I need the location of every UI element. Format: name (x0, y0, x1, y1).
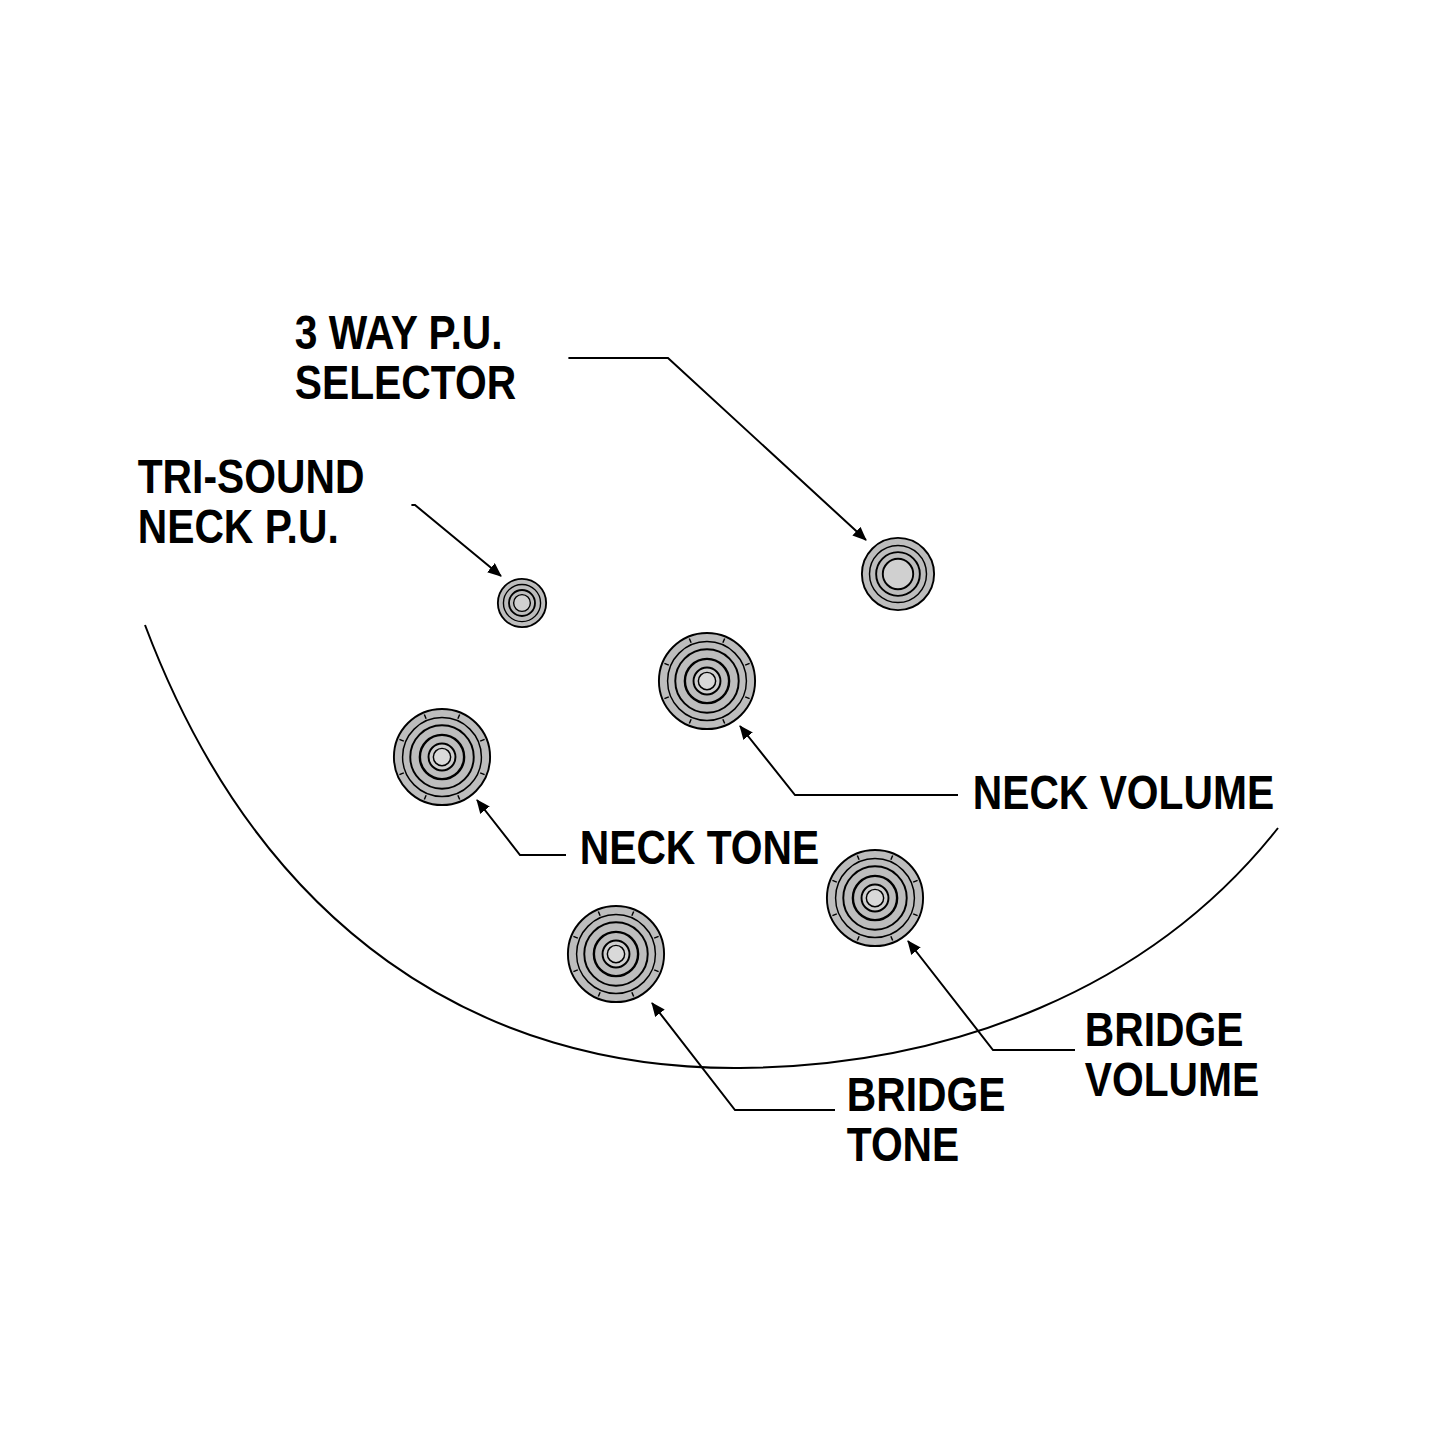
control-label: NECK TONE (578, 823, 821, 873)
neck-tone-knob (394, 709, 490, 805)
control-label: TRI-SOUND NECK P.U. (136, 452, 411, 552)
leader-line (477, 800, 566, 855)
control-label: NECK VOLUME (971, 768, 1276, 818)
body-outline (145, 625, 1278, 1068)
bridge-volume-knob (827, 850, 923, 946)
bridge-tone-knob (568, 906, 664, 1002)
leader-line (908, 941, 1075, 1050)
leader-line (652, 1003, 835, 1110)
control-label: BRIDGE TONE (845, 1070, 1052, 1170)
neck-volume-knob (659, 633, 755, 729)
selector-knob (862, 538, 934, 610)
control-label: 3 WAY P.U. SELECTOR (293, 308, 568, 408)
leader-line (545, 358, 866, 540)
leader-line (740, 726, 958, 795)
trisound-knob (498, 579, 546, 627)
control-label: BRIDGE VOLUME (1083, 1005, 1290, 1105)
